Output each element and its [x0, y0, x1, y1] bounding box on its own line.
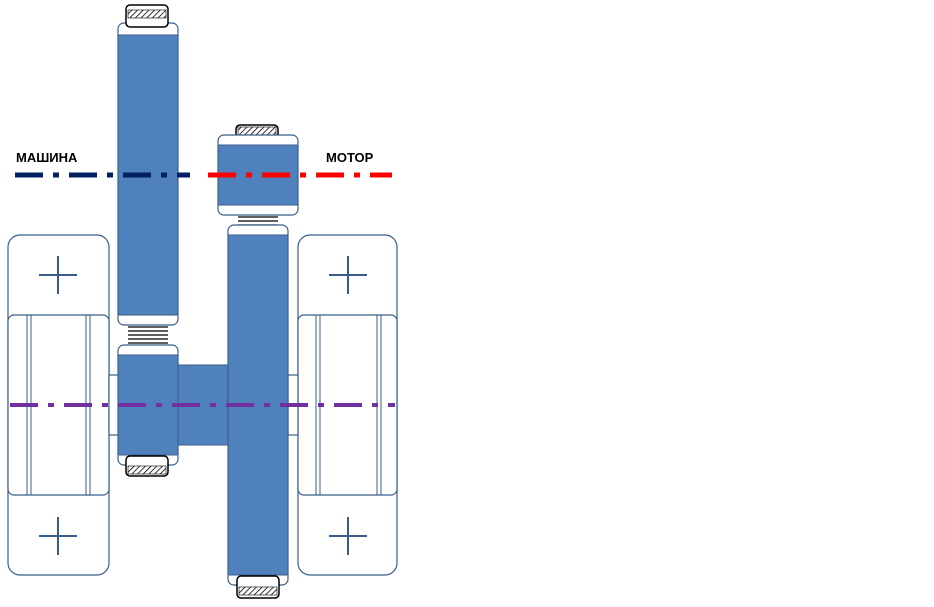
right-tall-shaft	[227, 224, 289, 586]
machine-label: МАШИНА	[16, 150, 78, 165]
spring-left	[128, 326, 168, 344]
plus-icon	[39, 256, 77, 294]
hatched-bearing-icon	[125, 455, 169, 477]
plus-icon	[329, 256, 367, 294]
plus-icon	[329, 517, 367, 555]
hatched-bearing-icon	[125, 4, 169, 28]
hatched-bearing-icon	[236, 575, 280, 599]
motor-label: МОТОР	[326, 150, 374, 165]
plus-icon	[39, 517, 77, 555]
spring-right	[238, 216, 278, 226]
lower-left-gear	[117, 344, 179, 466]
